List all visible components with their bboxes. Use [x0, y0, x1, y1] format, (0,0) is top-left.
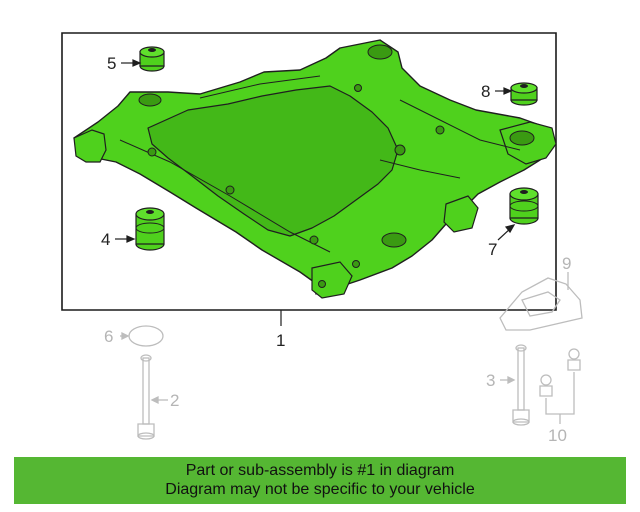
callout-1: 1 [276, 331, 285, 350]
notice-banner: Part or sub-assembly is #1 in diagram Di… [14, 457, 626, 504]
bushing-part-8[interactable] [510, 82, 538, 106]
callout-6: 6 [104, 327, 113, 346]
banner-line-1: Part or sub-assembly is #1 in diagram [185, 462, 455, 479]
callout-3: 3 [486, 371, 495, 390]
crossmember-subframe[interactable] [73, 39, 557, 299]
callout-5: 5 [107, 54, 116, 73]
bolt-part-2[interactable] [137, 354, 155, 440]
bolt-part-3[interactable] [512, 344, 530, 426]
callout-7: 7 [488, 240, 497, 259]
ghost-parts [120, 272, 583, 440]
bracket-part-9[interactable] [499, 277, 583, 331]
banner-line-2: Diagram may not be specific to your vehi… [165, 481, 475, 498]
bushing-part-4[interactable] [135, 207, 165, 251]
callout-2: 2 [170, 391, 179, 410]
seal-ring-part-6[interactable] [128, 325, 164, 347]
assembly-frame [61, 32, 557, 311]
callout-9: 9 [562, 254, 571, 273]
nut-part-10-left[interactable] [539, 374, 553, 397]
bushing-part-7[interactable] [509, 187, 539, 225]
bushing-part-5[interactable] [139, 46, 165, 72]
callout-4: 4 [101, 230, 110, 249]
callout-8: 8 [481, 82, 490, 101]
callout-10: 10 [548, 426, 567, 445]
callout-arrows-dark [115, 59, 516, 326]
nut-part-10-right[interactable] [567, 348, 581, 371]
